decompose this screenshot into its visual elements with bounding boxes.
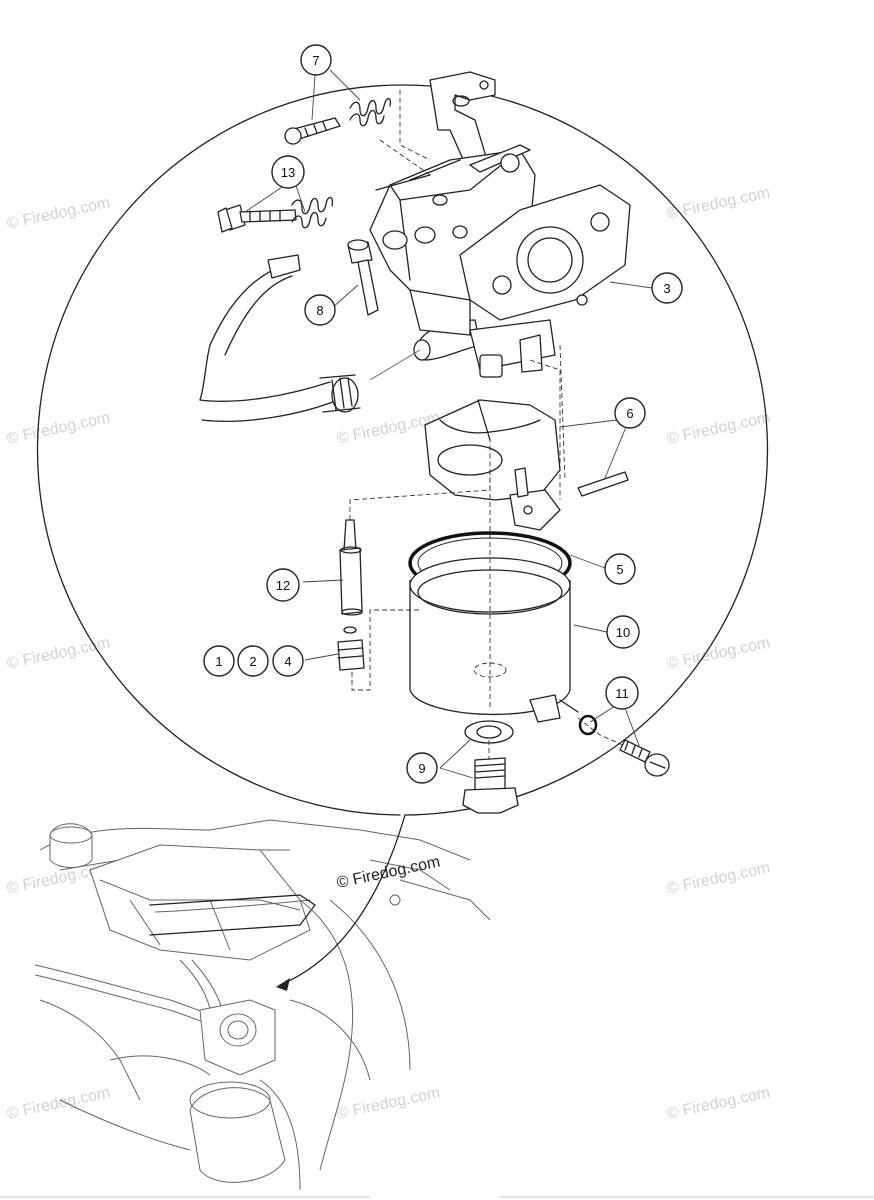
callout-12: 12 bbox=[266, 568, 300, 602]
callout-4: 4 bbox=[272, 645, 304, 677]
callout-5: 5 bbox=[604, 553, 636, 585]
drain-bolt-assembly bbox=[462, 720, 519, 814]
idle-speed-screw-assembly bbox=[217, 196, 334, 233]
callout-label: 11 bbox=[615, 686, 629, 701]
callout-label: 8 bbox=[316, 303, 323, 318]
callout-label: 4 bbox=[284, 654, 291, 669]
callout-label: 2 bbox=[249, 654, 256, 669]
carburetor-body bbox=[369, 71, 631, 378]
pilot-screw-assembly bbox=[284, 97, 392, 145]
callout-6: 6 bbox=[614, 397, 646, 429]
engine-context-drawing bbox=[34, 814, 491, 1191]
callout-8: 8 bbox=[304, 294, 336, 326]
callout-leaders bbox=[244, 69, 653, 779]
main-jet-assembly bbox=[337, 519, 365, 671]
callout-7: 7 bbox=[300, 44, 332, 76]
fuel-hose bbox=[199, 254, 421, 422]
embedded-copyright-label: © Firedog.com bbox=[335, 853, 441, 891]
callout-label: 7 bbox=[312, 53, 319, 68]
float-bowl bbox=[409, 557, 579, 723]
callout-9: 9 bbox=[406, 752, 438, 784]
callout-label: 3 bbox=[663, 281, 670, 296]
float bbox=[424, 399, 561, 531]
float-pin bbox=[577, 471, 629, 497]
float-needle bbox=[347, 239, 379, 316]
detail-circle bbox=[36, 84, 769, 816]
callout-label: 5 bbox=[616, 562, 623, 577]
callout-label: 12 bbox=[276, 578, 290, 593]
callout-11: 11 bbox=[605, 676, 639, 710]
callout-label: 1 bbox=[215, 654, 222, 669]
callout-label: 9 bbox=[418, 761, 425, 776]
callout-10: 10 bbox=[606, 615, 640, 649]
callout-label: 13 bbox=[281, 165, 295, 180]
callout-label: 10 bbox=[616, 625, 630, 640]
bowl-screw-assembly bbox=[578, 714, 670, 777]
callout-label: 6 bbox=[626, 406, 633, 421]
callout-1: 1 bbox=[203, 645, 235, 677]
callout-2: 2 bbox=[237, 645, 269, 677]
callout-13: 13 bbox=[271, 155, 305, 189]
callout-3: 3 bbox=[651, 272, 683, 304]
